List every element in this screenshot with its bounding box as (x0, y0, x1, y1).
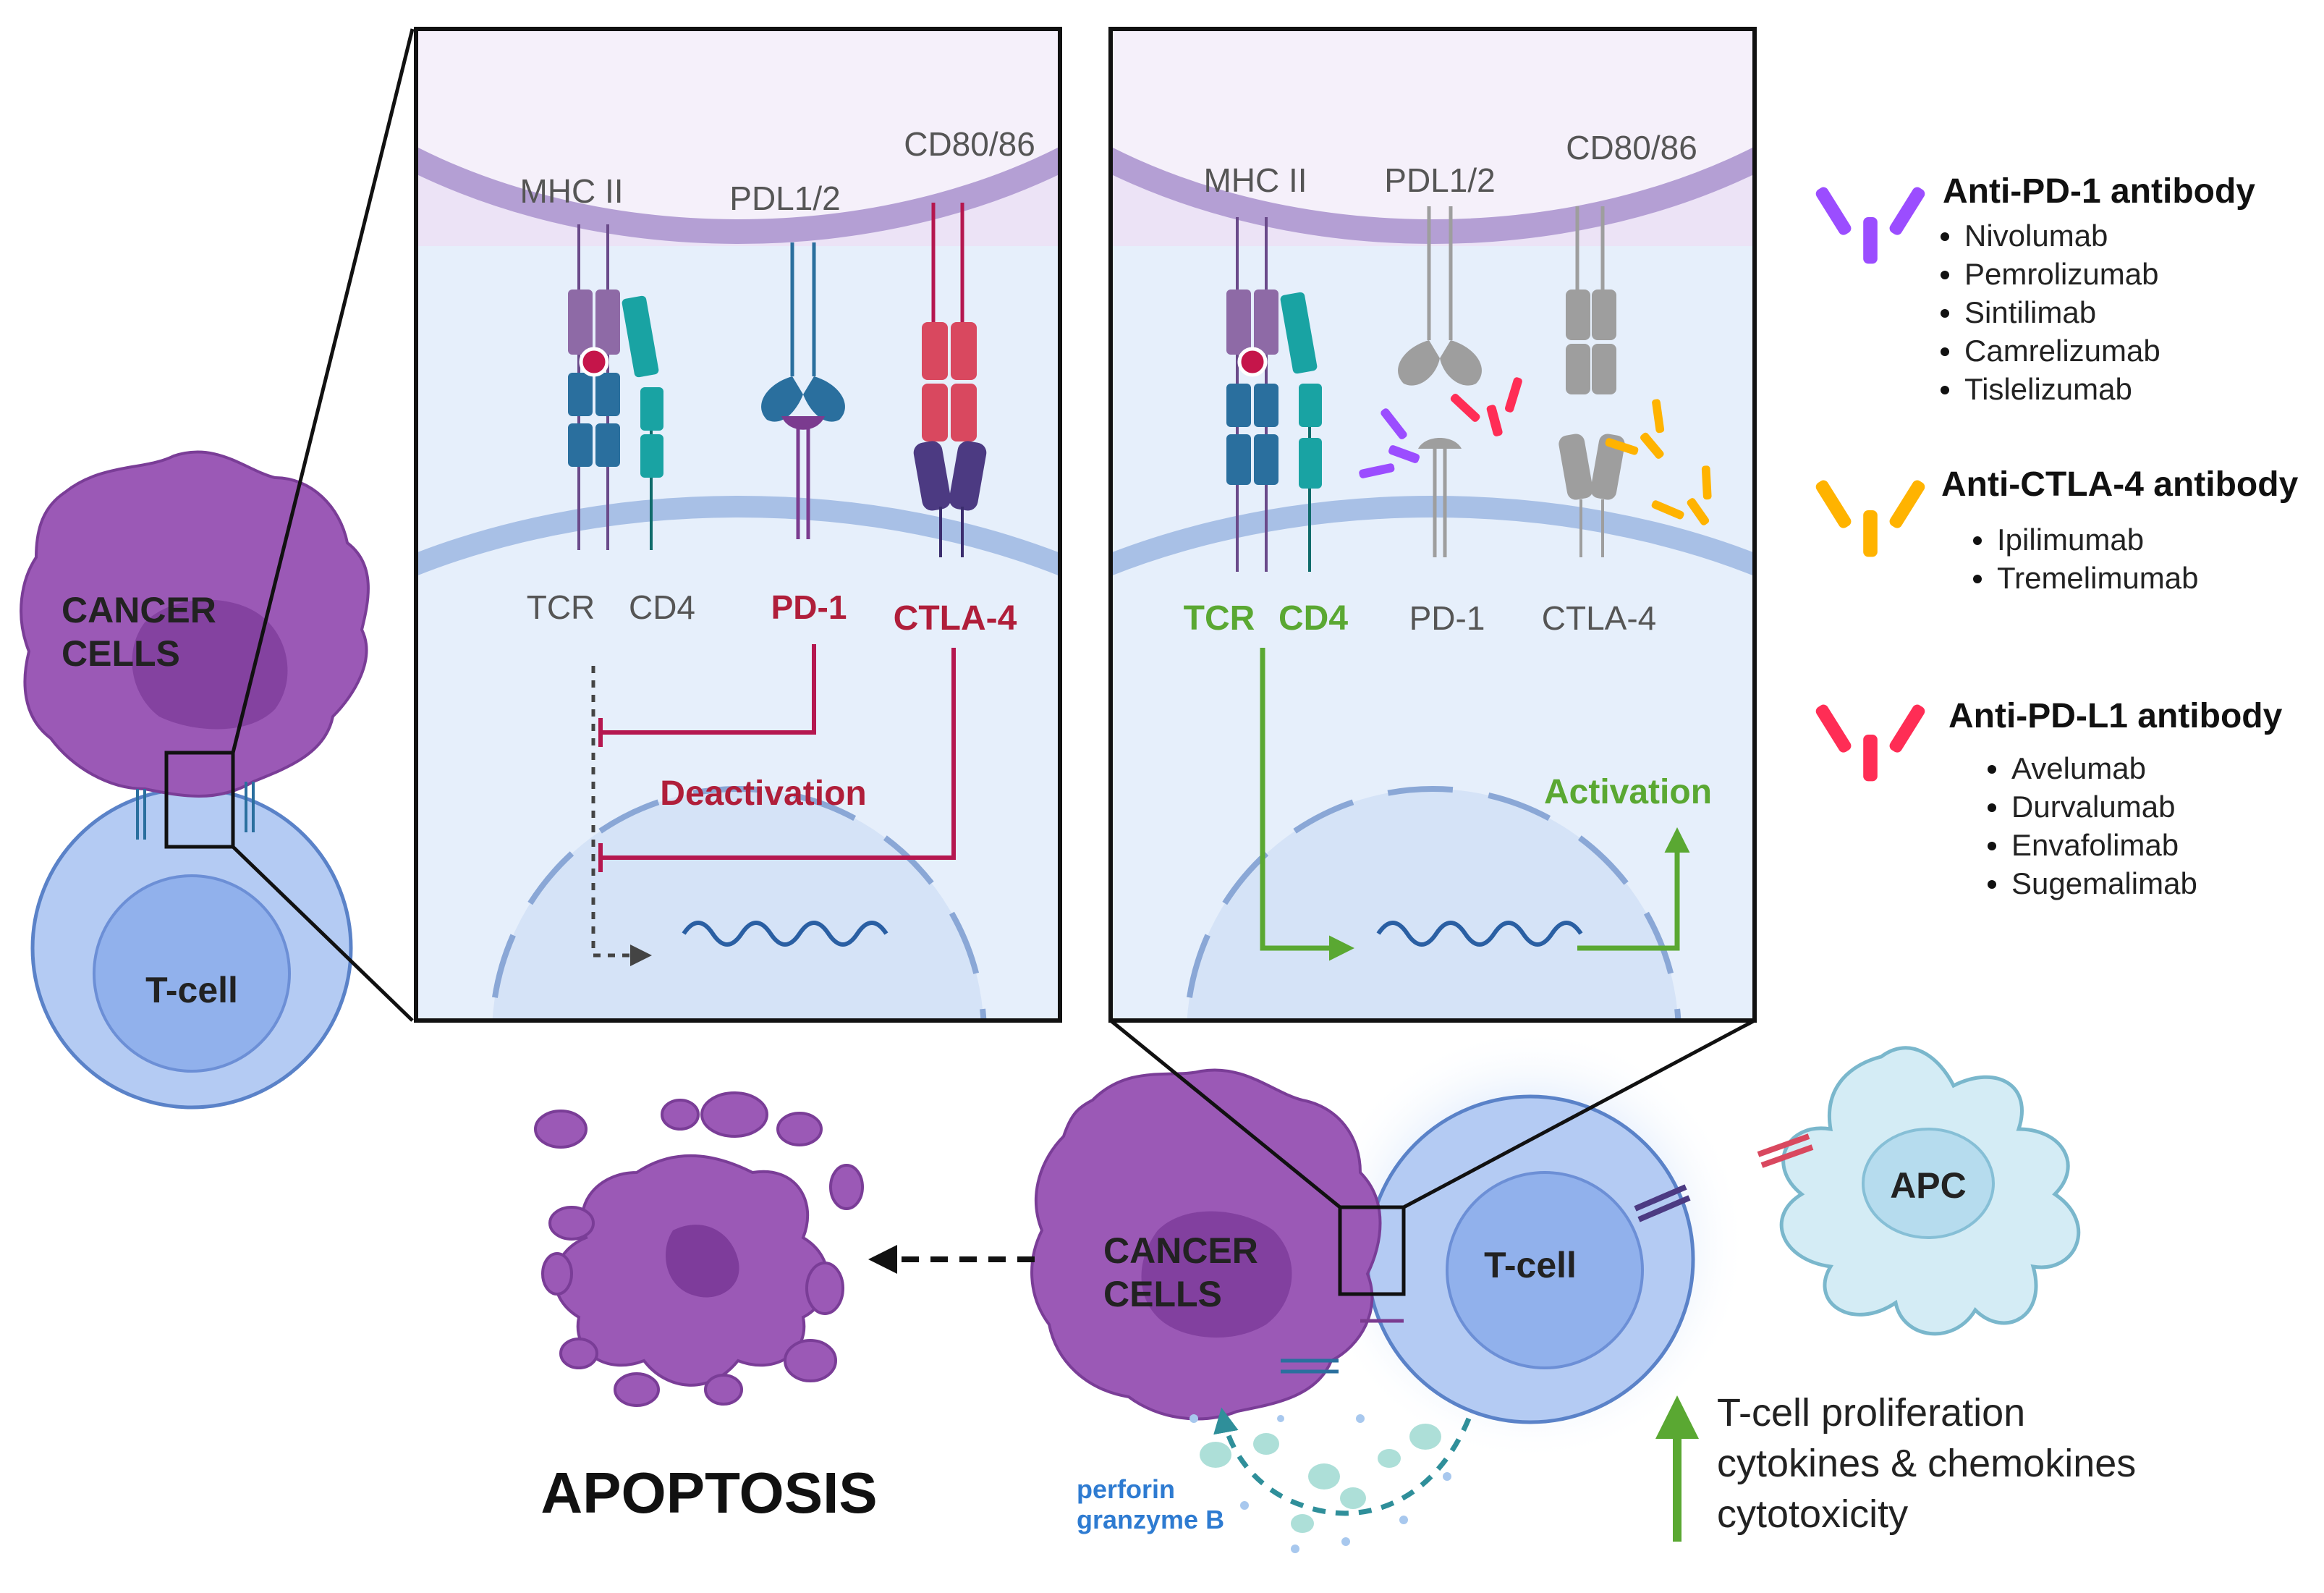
legend-anti-ctla4: Anti-CTLA-4 antibody Ipilimumab Tremelim… (1814, 465, 2299, 595)
legend-items: Avelumab Durvalumab Envafolimab Sugemali… (2011, 751, 2197, 900)
cancer-left-line1: CANCER (62, 590, 216, 630)
legend-title: Anti-PD-1 antibody (1943, 172, 2255, 211)
left-zoom-box (164, 751, 235, 849)
tcell-left-label: T-cell (145, 970, 238, 1010)
cancer-left-label: CANCER CELLS (62, 590, 226, 674)
cd4-label-2: CD4 (1278, 599, 1348, 638)
perforin-label: perforin (1077, 1474, 1175, 1504)
cd4-receptor-2 (1280, 292, 1322, 572)
bottom-scene: APC T-cell CANCER CELLS (534, 1018, 2136, 1553)
apc-cell: APC (1757, 1046, 2081, 1336)
legend-item: Durvalumab (2011, 790, 2175, 824)
cancer-bottom-label: CANCER CELLS (1103, 1230, 1268, 1314)
pdl1-blocked (1398, 206, 1482, 557)
outcome-2: cytokines & chemokines (1717, 1442, 2136, 1485)
cd80-label-2: CD80/86 (1566, 129, 1697, 166)
pd1-label: PD-1 (771, 588, 847, 626)
dna-icon-right (1376, 921, 1583, 947)
apc-receptor (1757, 1133, 1814, 1168)
bottom-receptors (1281, 1319, 1404, 1374)
zoom-line-top (231, 28, 415, 753)
tcell-bottom-label: T-cell (1484, 1245, 1577, 1285)
legend-item: Tislelizumab (1964, 372, 2132, 406)
cd4-receptor (622, 295, 663, 550)
left-receptors (136, 782, 255, 840)
legend-item: Tremelimumab (1997, 561, 2199, 595)
outcome-1: T-cell proliferation (1717, 1391, 2025, 1434)
mhc-tcr-complex (568, 224, 620, 550)
tcell-bottom-nucleus (1446, 1171, 1644, 1369)
tcr-label: TCR (527, 588, 595, 626)
legend-bullets (1973, 536, 1982, 583)
legend-bullets (1941, 232, 1949, 394)
panel-deactivation-frame (414, 27, 1062, 1023)
cd80-label: CD80/86 (904, 125, 1035, 163)
legend-anti-pdl1: Anti-PD-L1 antibody Avelumab Durvalumab … (1814, 697, 2283, 900)
panel-activation: MHC II PDL1/2 CD80/86 (1108, 27, 1757, 1023)
tcr-label-2: TCR (1184, 599, 1255, 638)
outcome-3: cytotoxicity (1717, 1492, 1908, 1536)
legend-anti-pd1: Anti-PD-1 antibody Nivolumab Pemrolizuma… (1814, 172, 2255, 406)
apoptotic-nucleus (666, 1225, 739, 1298)
ctla4-label: CTLA-4 (894, 599, 1017, 638)
legend-item: Ipilimumab (1997, 523, 2144, 557)
small-dots (1189, 1414, 1451, 1553)
legend: Anti-PD-1 antibody Nivolumab Pemrolizuma… (1814, 172, 2299, 900)
antibody-icon (1814, 185, 1927, 264)
tcell-left-nucleus (93, 874, 291, 1073)
legend-item: Sintilimab (1964, 295, 2096, 329)
panel-activation-frame (1108, 27, 1757, 1023)
mhc-label: MHC II (519, 172, 623, 210)
activation-label: Activation (1544, 773, 1712, 811)
pd1-label-2: PD-1 (1409, 599, 1485, 637)
legend-items: Nivolumab Pemrolizumab Sintilimab Camrel… (1964, 219, 2160, 406)
legend-item: Envafolimab (2011, 828, 2179, 862)
cd4-label: CD4 (629, 588, 695, 626)
zoom-line-bottom-right (1402, 1018, 1756, 1209)
cancer-bottom-line1: CANCER (1103, 1230, 1258, 1271)
cancer-left-line2: CELLS (62, 633, 180, 674)
mhc-tcr-complex-2 (1226, 217, 1278, 572)
cd80-blocked (1558, 206, 1625, 557)
granule-dots (1200, 1424, 1441, 1533)
legend-item: Nivolumab (1964, 219, 2108, 253)
pdl-label: PDL1/2 (729, 179, 840, 217)
cancer-bottom-line2: CELLS (1103, 1274, 1222, 1314)
pdl-label-2: PDL1/2 (1384, 161, 1495, 199)
legend-item: Avelumab (2011, 751, 2146, 785)
antibody-icon (1814, 702, 1927, 782)
ctla4-label-2: CTLA-4 (1542, 599, 1656, 637)
dna-icon-left (682, 921, 889, 947)
antibody-icon (1814, 478, 1927, 557)
bottom-zoom-box (1338, 1205, 1406, 1296)
legend-items: Ipilimumab Tremelimumab (1997, 523, 2199, 595)
activation-signal-lines (1260, 648, 1690, 961)
legend-bullets (1988, 765, 1996, 889)
zoom-line-bottom (232, 845, 414, 1022)
legend-title: Anti-CTLA-4 antibody (1941, 465, 2299, 504)
zoom-line-bottom-left (1109, 1019, 1341, 1209)
legend-title: Anti-PD-L1 antibody (1948, 697, 2283, 735)
legend-item: Pemrolizumab (1964, 257, 2158, 291)
cancer-bottom-nucleus (1141, 1211, 1292, 1338)
legend-item: Camrelizumab (1964, 334, 2160, 368)
granzyme-label: granzyme B (1077, 1505, 1224, 1534)
apoptosis-label: APOPTOSIS (540, 1461, 877, 1525)
deactivation-signal-lines (591, 644, 956, 966)
panel-deactivation: MHC II PDL1/2 CD80/86 (414, 27, 1062, 1023)
legend-item: Sugemalimab (2011, 866, 2197, 900)
apc-label: APC (1890, 1165, 1967, 1206)
pdl1-pd1-complex (761, 242, 845, 539)
mhc-label-2: MHC II (1203, 161, 1307, 199)
deactivation-label: Deactivation (660, 774, 866, 813)
left-cell-pair: CANCER CELLS T-cell (20, 28, 415, 1110)
cd80-ctla4-complex (913, 203, 987, 557)
tcell-receptor (1634, 1184, 1691, 1222)
